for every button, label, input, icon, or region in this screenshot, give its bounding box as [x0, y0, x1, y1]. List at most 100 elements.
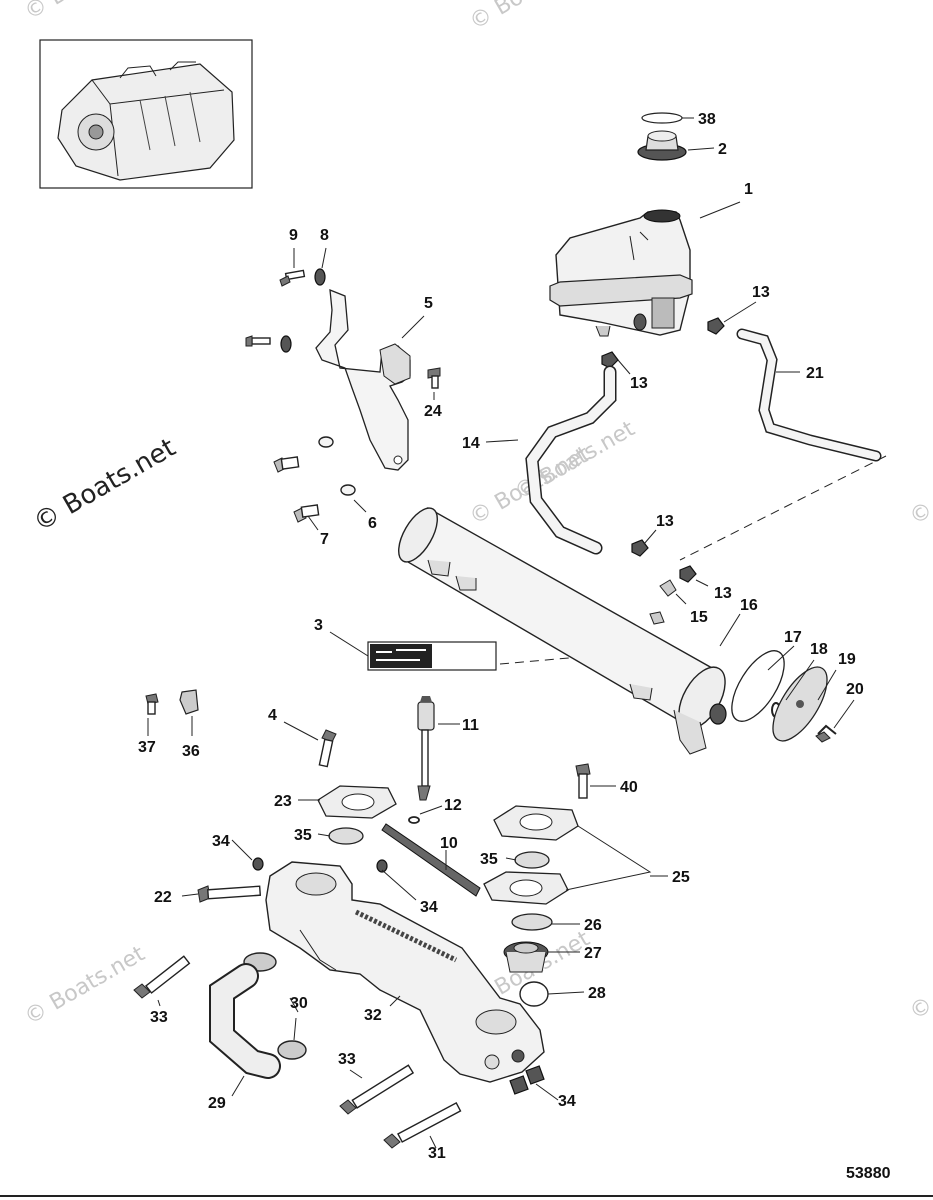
callout-34: 34	[558, 1093, 576, 1110]
callout-3: 3	[314, 617, 323, 634]
bolt-part	[197, 885, 262, 903]
bolt-part	[133, 955, 191, 999]
clip-part	[179, 689, 199, 715]
pipe-plug-part	[376, 859, 388, 873]
callout-1: 1	[744, 181, 753, 198]
hose-clamp-part	[601, 351, 619, 369]
fill-cap-part	[637, 130, 687, 161]
seal-part	[514, 851, 550, 869]
thermostat-housing-part	[265, 861, 545, 1083]
callout-9: 9	[289, 227, 298, 244]
gasket-part	[317, 785, 397, 819]
o-ring-part	[641, 112, 683, 124]
callout-28: 28	[588, 985, 606, 1002]
callout-17: 17	[784, 629, 802, 646]
callout-7: 7	[320, 531, 329, 548]
washer-part	[340, 484, 356, 496]
callout-22: 22	[154, 889, 172, 906]
elbow-fitting-part	[659, 579, 677, 597]
watermark: © Boats.net	[466, 0, 595, 35]
callout-14: 14	[462, 435, 480, 452]
watermark: © Boats.net	[906, 441, 933, 530]
callout-16: 16	[740, 597, 758, 614]
screw-part	[815, 724, 837, 743]
watermark: © Boats.net	[21, 941, 150, 1030]
callout-36: 36	[182, 743, 200, 760]
callout-34: 34	[212, 833, 230, 850]
callout-20: 20	[846, 681, 864, 698]
callout-13: 13	[714, 585, 732, 602]
callout-labels: 1 2 3 4 5 6 7 8 9 10 11 12 13 13 13 13 1…	[138, 111, 864, 1162]
callout-25: 25	[672, 869, 690, 886]
main-watermark: © Boats.net	[29, 433, 181, 538]
decal-part	[367, 641, 497, 671]
callout-23: 23	[274, 793, 292, 810]
pipe-plug-part	[525, 1065, 545, 1085]
engine-block-inset	[39, 39, 253, 189]
coolant-reservoir-part	[549, 209, 693, 337]
washer-part	[314, 268, 326, 286]
callout-5: 5	[424, 295, 433, 312]
callout-37: 37	[138, 739, 156, 756]
bolt-part	[273, 456, 300, 473]
callout-6: 6	[368, 515, 377, 532]
hose-clamp-part	[277, 1040, 307, 1060]
pipe-plug-part	[509, 1075, 529, 1095]
pipe-plug-part	[252, 857, 264, 871]
screw-part	[318, 729, 337, 768]
callout-32: 32	[364, 1007, 382, 1024]
bolt-part	[245, 335, 271, 347]
end-cap-part	[772, 666, 828, 742]
o-ring-part	[408, 816, 420, 824]
callout-35: 35	[294, 827, 312, 844]
bolt-part	[339, 1064, 415, 1115]
callout-40: 40	[620, 779, 638, 796]
callout-11: 11	[462, 717, 479, 734]
callout-34: 34	[420, 899, 438, 916]
gasket-strip-part	[381, 823, 481, 897]
callout-21: 21	[806, 365, 824, 382]
thermostat-part	[503, 941, 549, 973]
callout-8: 8	[320, 227, 329, 244]
o-ring-part	[519, 981, 549, 1007]
seal-part	[328, 827, 364, 845]
washer-part	[318, 436, 334, 448]
callout-27: 27	[584, 945, 602, 962]
screw-part	[575, 763, 591, 799]
callout-30: 30	[290, 995, 308, 1012]
bolt-part	[279, 269, 306, 287]
callout-4: 4	[268, 707, 277, 724]
gasket-part	[731, 650, 785, 722]
washer-part	[280, 335, 292, 353]
callout-26: 26	[584, 917, 602, 934]
temperature-sensor-part	[417, 696, 435, 801]
mounting-bracket-part	[315, 288, 411, 471]
callout-33: 33	[338, 1051, 356, 1068]
callout-29: 29	[208, 1095, 226, 1112]
watermark: © Boats.net	[906, 936, 933, 1025]
callout-35: 35	[480, 851, 498, 868]
gasket-part	[493, 805, 579, 841]
callout-13: 13	[656, 513, 674, 530]
callout-13: 13	[630, 375, 648, 392]
bolt-part	[427, 367, 441, 389]
bolt-part	[293, 504, 320, 523]
callout-2: 2	[718, 141, 727, 158]
seal-part	[511, 913, 553, 931]
callout-10: 10	[440, 835, 458, 852]
watermark: © Boats.net	[21, 0, 150, 25]
callout-19: 19	[838, 651, 856, 668]
callout-38: 38	[698, 111, 716, 128]
hose-clamp-part	[707, 317, 725, 335]
callout-24: 24	[424, 403, 442, 420]
callout-12: 12	[444, 797, 462, 814]
callout-31: 31	[428, 1145, 446, 1162]
leader-lines	[147, 117, 855, 1149]
callout-15: 15	[690, 609, 708, 626]
bolt-part	[383, 1102, 462, 1149]
heat-exchanger-part	[398, 506, 727, 755]
callout-18: 18	[810, 641, 828, 658]
hose-clamp-part	[679, 565, 697, 583]
callout-33: 33	[150, 1009, 168, 1026]
